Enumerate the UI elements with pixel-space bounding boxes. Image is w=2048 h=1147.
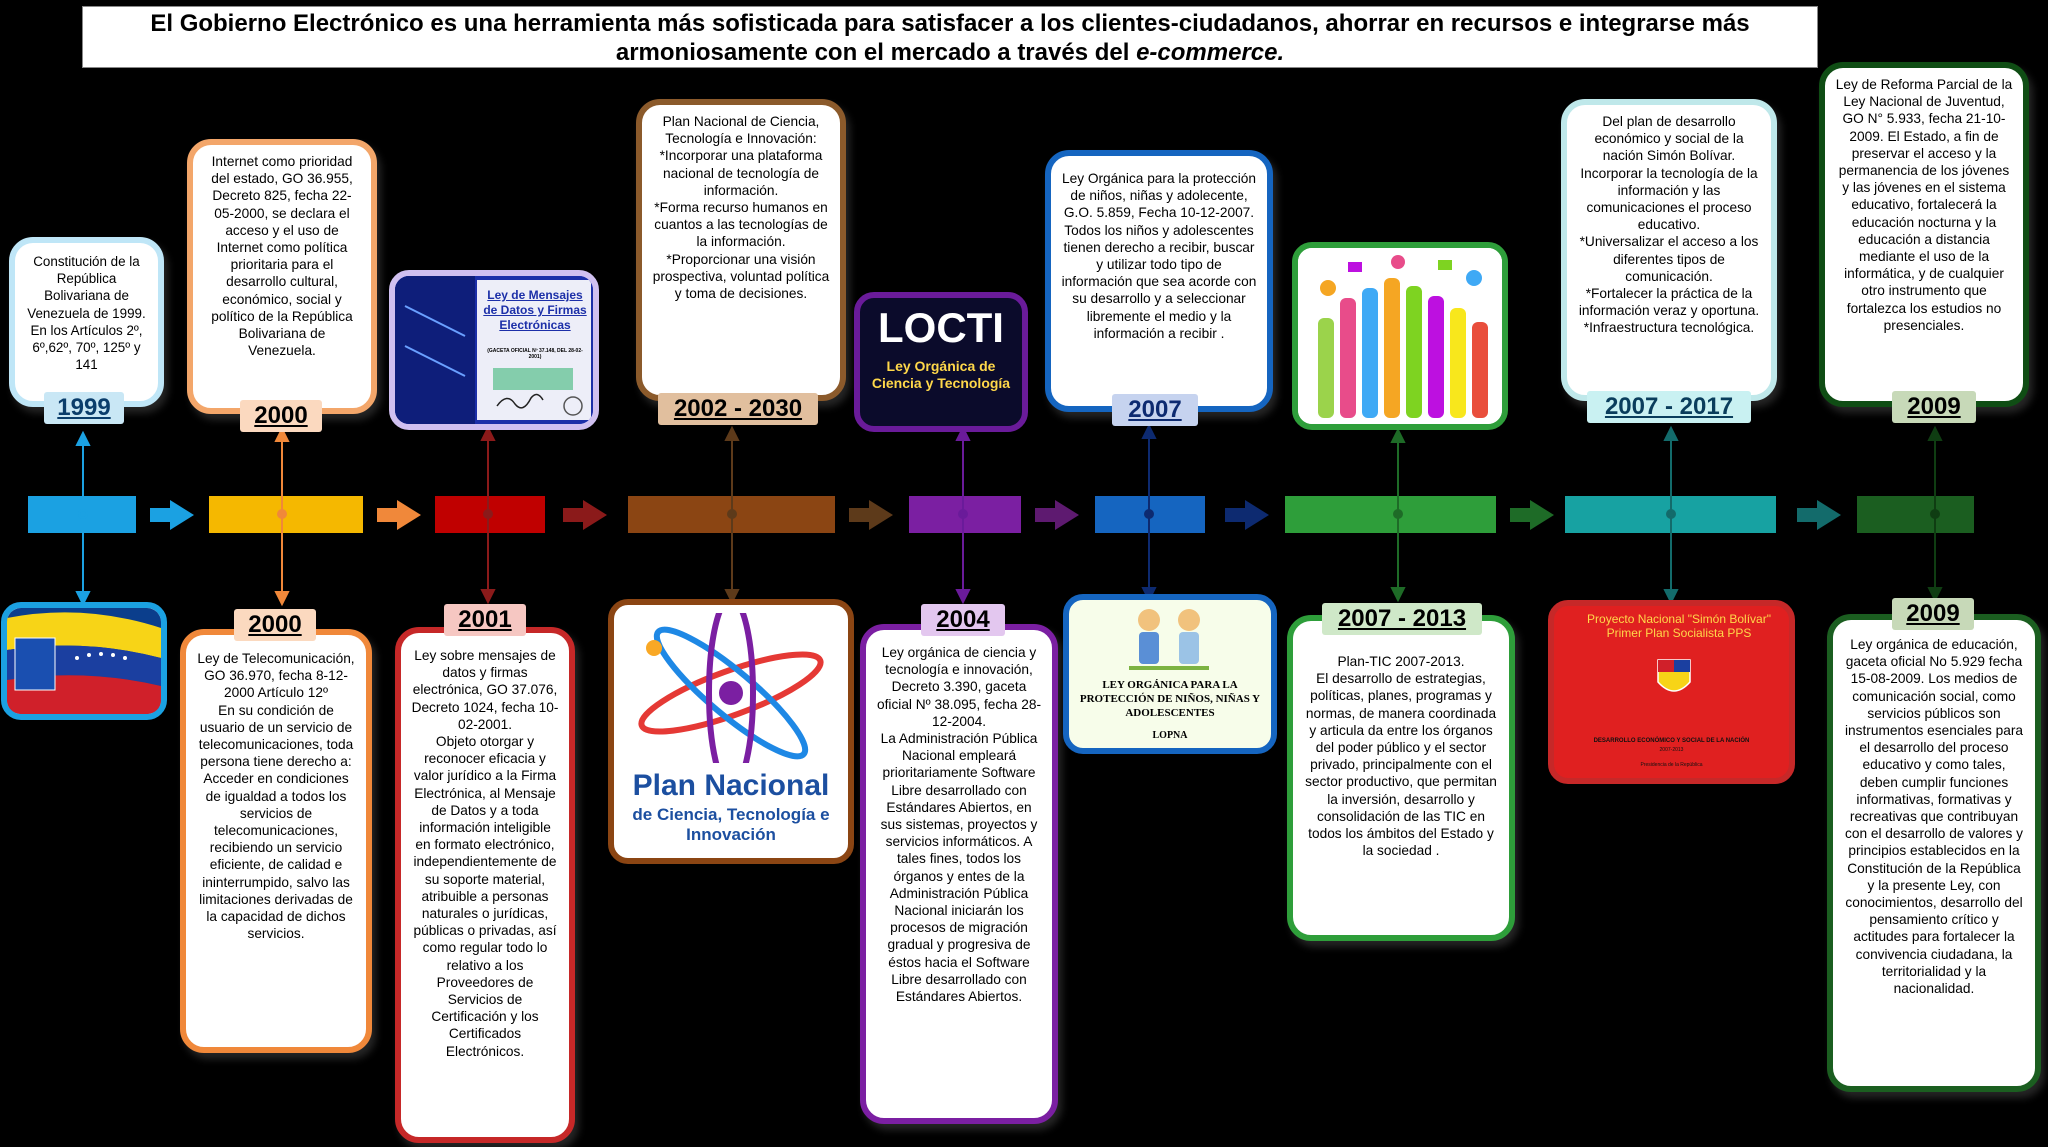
year-2004-label: 2004 [921, 604, 1005, 636]
connector-2000 [276, 429, 288, 604]
ley-mensajes-image: Ley de Mensajes de Datos y Firmas Electr… [389, 270, 599, 430]
connector-2007-2017 [1665, 428, 1677, 602]
proyecto-years: 2007-2013 [1564, 747, 1779, 753]
proyecto-title: Proyecto Nacional "Simón Bolívar" Primer… [1574, 612, 1784, 640]
year-2007-label: 2007 [1112, 394, 1198, 426]
year-1999-label: 1999 [44, 392, 124, 424]
lopna-title: LEY ORGÁNICA PARA LA PROTECCIÓN DE NIÑOS… [1073, 678, 1267, 720]
event-2007-2013-box: Plan-TIC 2007-2013. El desarrollo de est… [1287, 615, 1515, 941]
event-2000-telecom-box: Ley de Telecomunicación, GO 36.970, fech… [180, 629, 372, 1053]
locti-image: LOCTI Ley Orgánica de Ciencia y Tecnolog… [854, 292, 1028, 432]
lopna-acronym: LOPNA [1073, 730, 1267, 741]
plan-nacional-subtitle: de Ciencia, Tecnología e Innovación [628, 805, 834, 845]
plan-nacional-atom-icon [614, 613, 848, 763]
bandera-venezuela-image [1, 602, 167, 720]
event-2001-box: Ley sobre mensajes de datos y firmas ele… [395, 627, 575, 1143]
proyecto-caption: DESARROLLO ECONÓMICO Y SOCIAL DE LA NACI… [1564, 738, 1779, 744]
colorful-hands-graphic [1298, 248, 1502, 424]
venezuela-flag-graphic [7, 608, 161, 714]
connector-2009 [1929, 428, 1941, 600]
children-graphic [1069, 606, 1271, 676]
ley-mensajes-title: Ley de Mensajes de Datos y Firmas Electr… [483, 288, 587, 333]
connector-2007 [1143, 426, 1155, 600]
year-2002-2030-label: 2002 - 2030 [658, 393, 818, 425]
event-2007-lopna-box: Ley Orgánica para la protección de niños… [1045, 150, 1273, 412]
manos-colores-image [1292, 242, 1508, 430]
connector-2007-2013 [1392, 430, 1404, 600]
event-2004-box: Ley orgánica de ciencia y tecnología e i… [860, 624, 1058, 1124]
year-2001-label: 2001 [444, 604, 526, 636]
year-2000-bottom-label: 2000 [234, 609, 316, 641]
proyecto-simon-bolivar-image: Proyecto Nacional "Simón Bolívar" Primer… [1548, 600, 1795, 784]
connector-2002 [726, 428, 738, 602]
proyecto-footer: Presidencia de la República [1564, 762, 1779, 768]
connector-2001 [482, 428, 494, 602]
year-2009-bottom-label: 2009 [1892, 598, 1974, 630]
ley-mensajes-caption: (GACETA OFICIAL Nº 37.148, DEL 28-02-200… [481, 348, 589, 360]
event-2009-educacion-box: Ley orgánica de educación, gaceta oficia… [1827, 614, 2041, 1092]
locti-big-text: LOCTI [860, 304, 1022, 352]
event-2000-internet-box: Internet como prioridad del estado, GO 3… [187, 139, 377, 414]
year-2007-2013-label: 2007 - 2013 [1322, 603, 1482, 635]
plan-nacional-image: Plan Nacional de Ciencia, Tecnología e I… [608, 599, 854, 864]
connector-1999 [77, 433, 89, 604]
locti-sub-text: Ley Orgánica de Ciencia y Tecnología [864, 358, 1018, 392]
event-2002-2030-box: Plan Nacional de Ciencia, Tecnología e I… [636, 99, 846, 401]
year-2000-top-label: 2000 [240, 400, 322, 432]
year-2007-2017-label: 2007 - 2017 [1587, 391, 1751, 423]
year-2009-top-label: 2009 [1892, 391, 1976, 423]
event-1999-box: Constitución de la República Bolivariana… [9, 237, 164, 407]
connector-2004 [957, 428, 969, 602]
event-2007-2017-box: Del plan de desarrollo económico y socia… [1561, 99, 1777, 401]
coat-of-arms-icon [1654, 656, 1694, 700]
event-2009-juventud-box: Ley de Reforma Parcial de la Ley Naciona… [1819, 62, 2029, 407]
plan-nacional-title: Plan Nacional [614, 769, 848, 803]
lopna-image: LEY ORGÁNICA PARA LA PROTECCIÓN DE NIÑOS… [1063, 594, 1277, 754]
